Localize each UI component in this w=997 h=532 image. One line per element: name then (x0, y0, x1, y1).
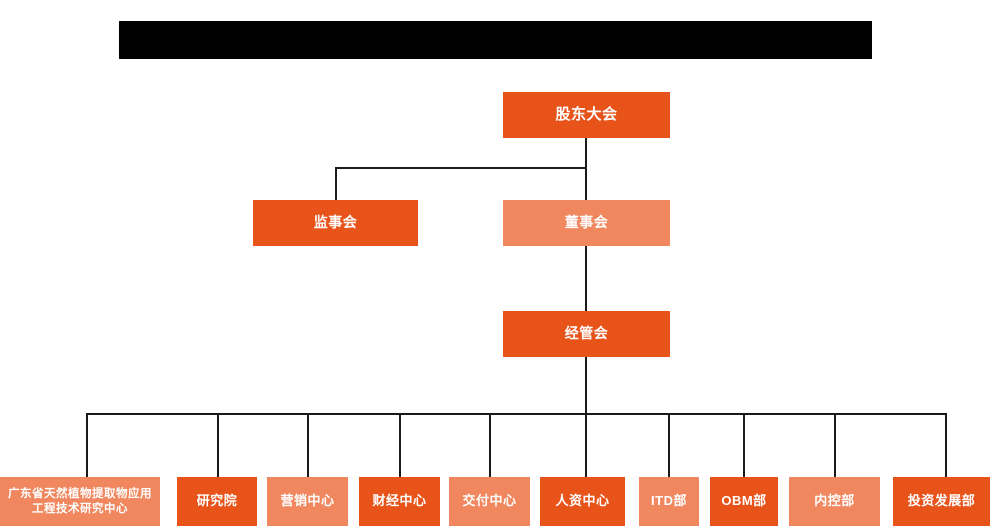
org-node-dept-8-label: OBM部 (721, 493, 767, 509)
connector-directors-management (585, 246, 587, 311)
org-node-dept-4-label: 财经中心 (372, 493, 427, 509)
org-node-directors[interactable]: 董事会 (503, 200, 670, 246)
org-node-dept-9[interactable]: 内控部 (789, 477, 880, 526)
connector-level2-bar (335, 167, 587, 169)
org-node-shareholders-label: 股东大会 (555, 105, 618, 123)
org-node-management-label: 经管会 (564, 325, 609, 342)
connector-drop-dept-1 (86, 413, 88, 477)
connector-drop-dept-9 (834, 413, 836, 477)
org-node-dept-6[interactable]: 人资中心 (540, 477, 625, 526)
connector-drop-dept-4 (399, 413, 401, 477)
org-node-dept-8[interactable]: OBM部 (710, 477, 778, 526)
connector-drop-dept-6 (585, 413, 587, 477)
connector-directors-down (585, 167, 587, 200)
org-node-dept-3[interactable]: 营销中心 (267, 477, 348, 526)
org-node-shareholders[interactable]: 股东大会 (503, 92, 670, 138)
org-node-dept-3-label: 营销中心 (280, 493, 335, 509)
org-node-dept-5[interactable]: 交付中心 (449, 477, 530, 526)
redacted-title-bar (119, 21, 872, 59)
org-node-dept-10[interactable]: 投资发展部 (893, 477, 990, 526)
org-node-dept-1[interactable]: 广东省天然植物提取物应用工程技术研究中心 (0, 477, 160, 526)
connector-drop-dept-5 (489, 413, 491, 477)
connector-departments-bar (86, 413, 946, 415)
connector-drop-dept-7 (668, 413, 670, 477)
org-node-supervisors-label: 监事会 (313, 214, 358, 231)
org-node-dept-4[interactable]: 财经中心 (359, 477, 440, 526)
org-node-supervisors[interactable]: 监事会 (253, 200, 418, 246)
org-node-dept-1-label: 广东省天然植物提取物应用工程技术研究中心 (8, 488, 152, 515)
org-node-dept-5-label: 交付中心 (462, 493, 517, 509)
connector-supervisors-down (335, 167, 337, 200)
org-node-management[interactable]: 经管会 (503, 311, 670, 357)
connector-drop-dept-3 (307, 413, 309, 477)
org-node-dept-10-label: 投资发展部 (907, 493, 976, 509)
org-node-dept-2[interactable]: 研究院 (177, 477, 257, 526)
org-node-dept-6-label: 人资中心 (555, 493, 610, 509)
connector-drop-dept-10 (945, 413, 947, 477)
org-node-dept-7-label: ITD部 (651, 493, 687, 509)
connector-drop-dept-2 (217, 413, 219, 477)
connector-shareholders-down (585, 138, 587, 168)
org-node-dept-9-label: 内控部 (814, 493, 855, 509)
connector-drop-dept-8 (743, 413, 745, 477)
connector-management-down (585, 357, 587, 414)
org-node-dept-2-label: 研究院 (196, 493, 238, 509)
org-node-dept-7[interactable]: ITD部 (639, 477, 699, 526)
org-node-directors-label: 董事会 (564, 214, 609, 231)
